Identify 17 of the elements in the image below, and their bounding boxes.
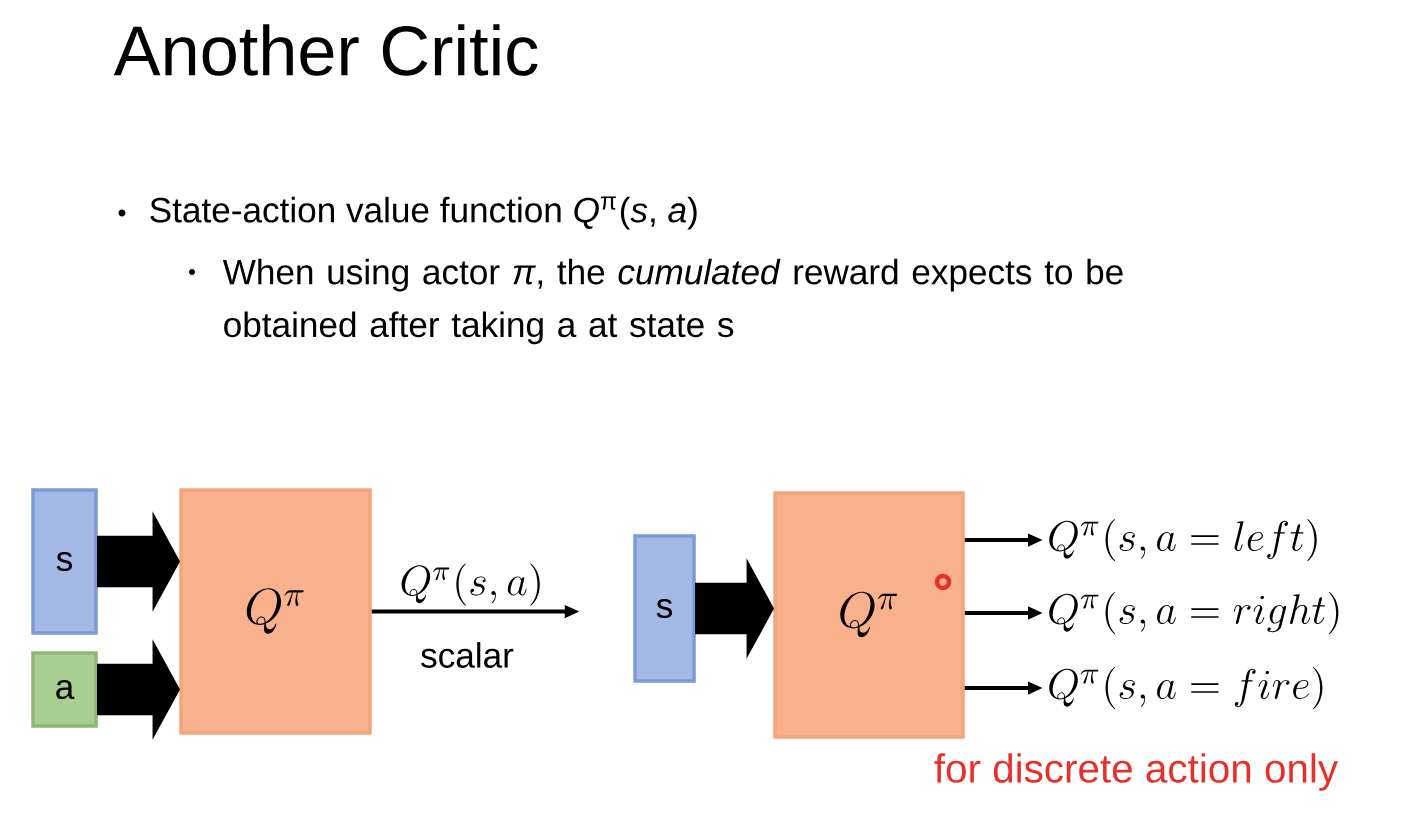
- bullet-text: When using actor π, the cumulated reward expects to be obtained after taking a at state s: [222, 258, 1123, 345]
- slide-title: Another Critic: [113, 24, 538, 76]
- input-box: s: [31, 488, 98, 635]
- output-formula: $Q^{\pi}(s,a=right)$: [1049, 591, 1339, 635]
- network-box: $Q^{\pi}$: [179, 488, 372, 735]
- edge-caption: scalar: [421, 642, 514, 668]
- network-box: $Q^{\pi}$: [773, 491, 965, 739]
- edge-label: $Q^{\pi}(s,a)$: [396, 559, 548, 610]
- output-formula: $Q^{\pi}(s,a=fire)$: [1049, 666, 1323, 710]
- bullet-text: State-action value function Q$^{π}$(s, a): [150, 196, 697, 230]
- block-arrow: [97, 511, 181, 612]
- input-box: s: [633, 534, 696, 683]
- output-formula: $Q^{\pi}(s,a=left)$: [1049, 518, 1317, 562]
- input-box: a: [31, 651, 98, 728]
- note-text: for discrete action only: [934, 753, 1339, 791]
- block-arrow: [695, 558, 775, 659]
- block-arrow: [97, 639, 181, 740]
